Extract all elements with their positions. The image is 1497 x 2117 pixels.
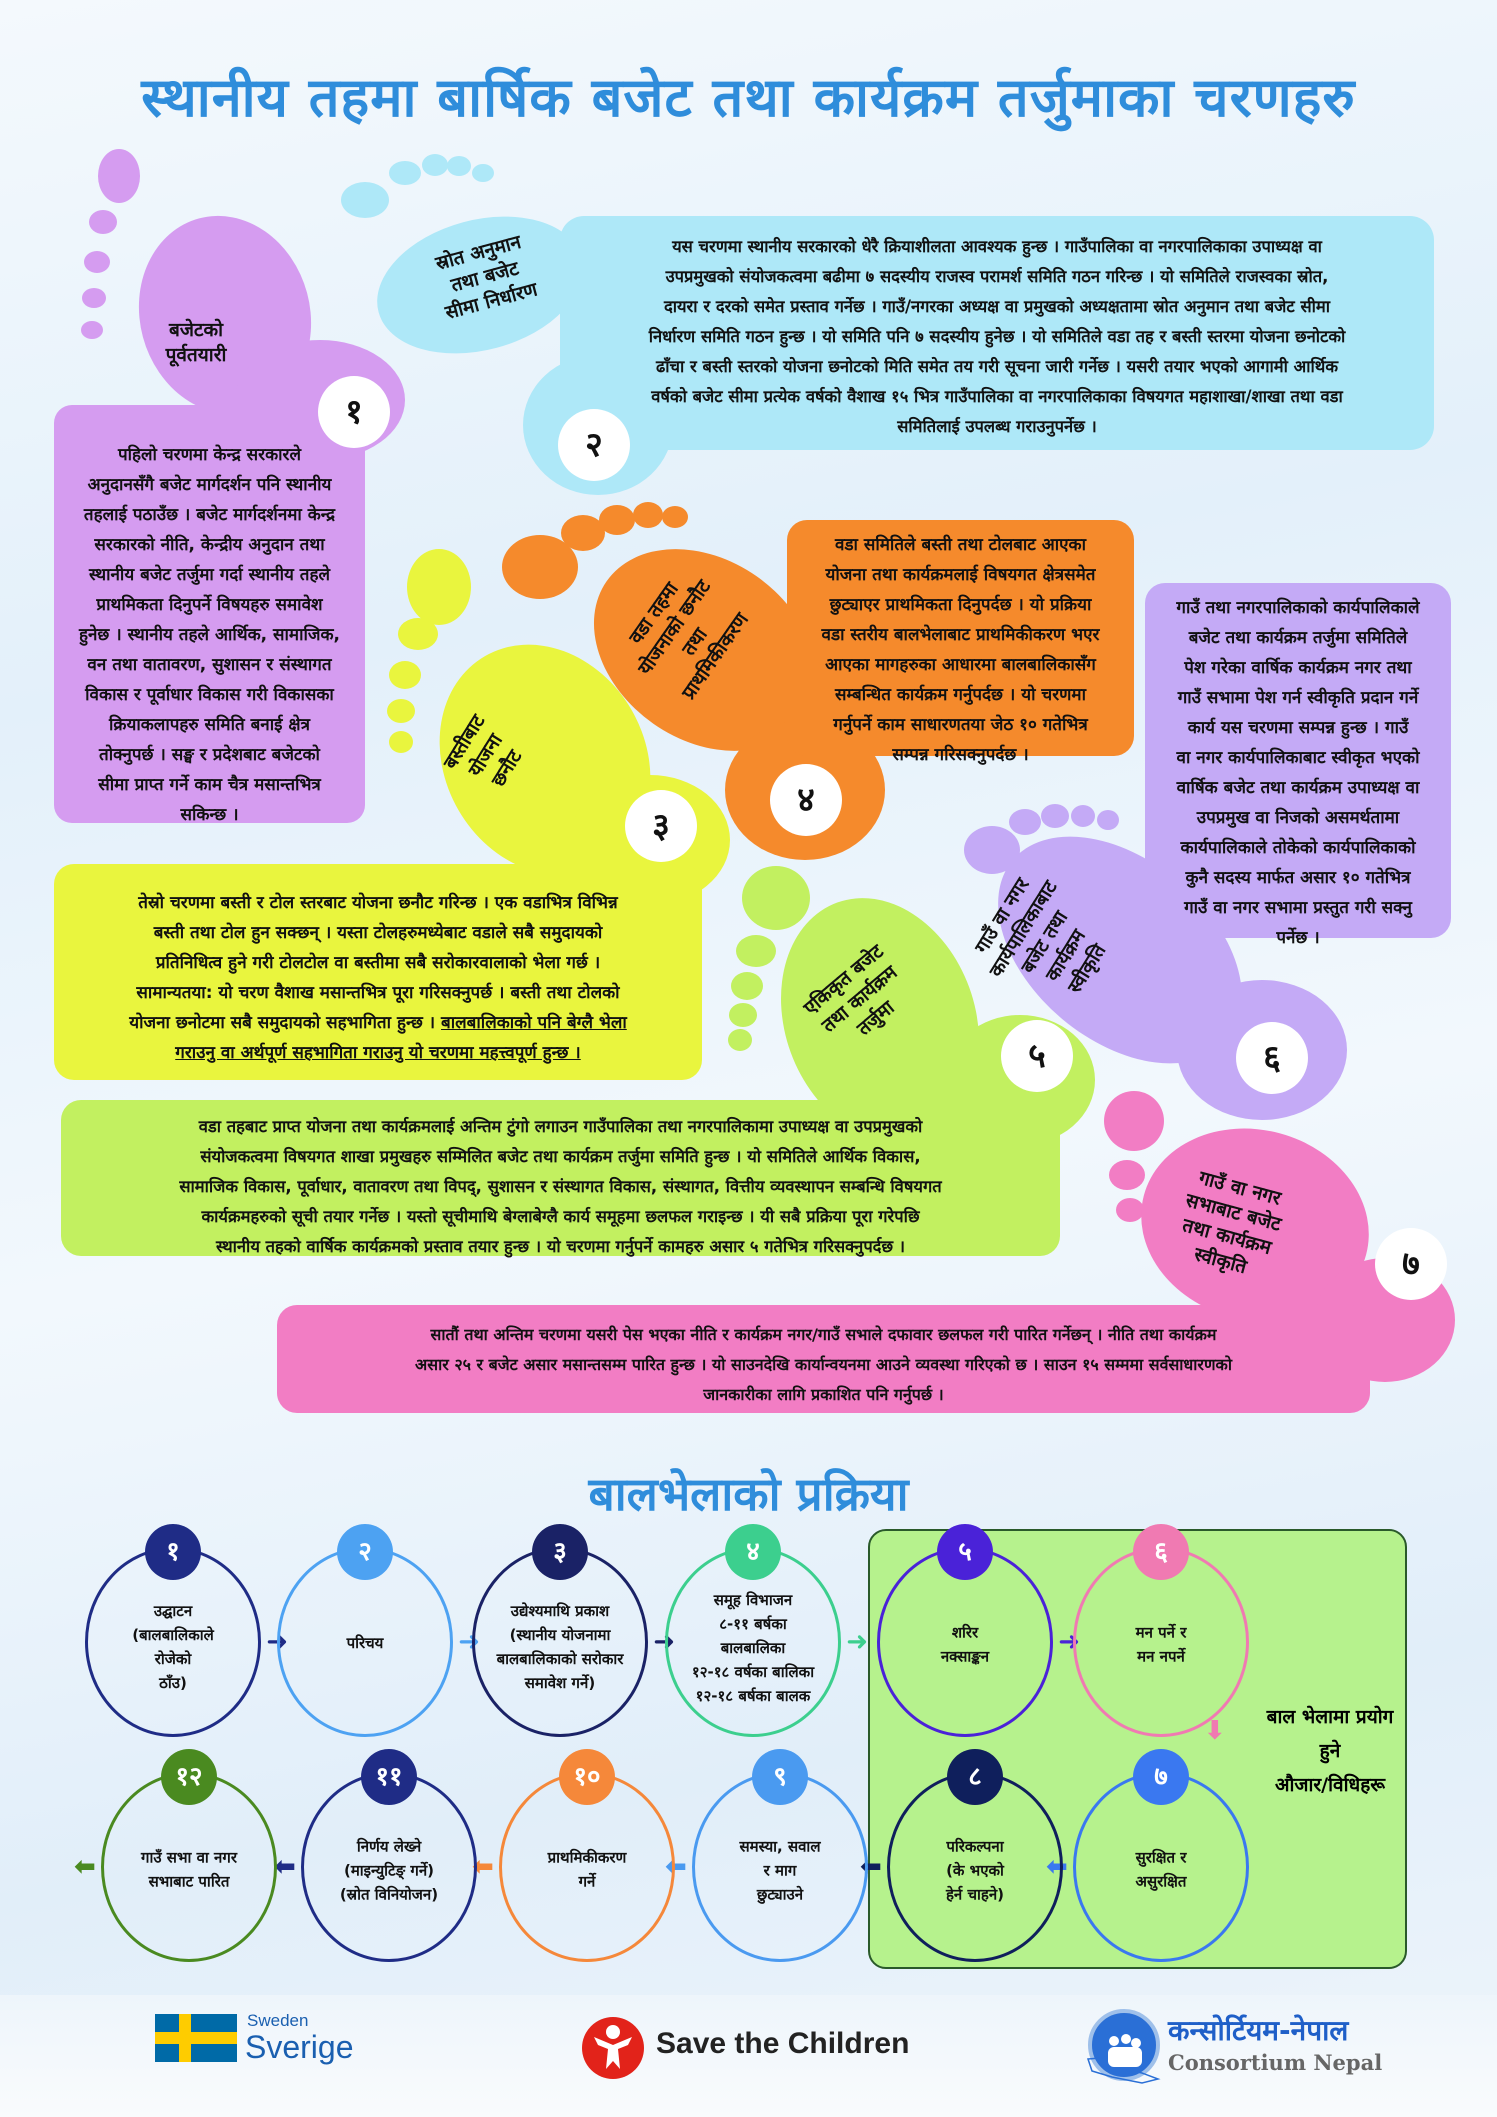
consortium-nepal-nepali: कन्सोर्टियम-नेपाल xyxy=(1168,2014,1349,2047)
step-text: समस्या, सवाल र माग छुट्याउने xyxy=(739,1837,821,1904)
step-4-number: ४ xyxy=(770,764,842,836)
sverige-label: Sverige xyxy=(245,2029,354,2065)
step-3-description: तेस्रो चरणमा बस्ती र टोल स्तरबाट योजना छ… xyxy=(54,878,702,1078)
step-text: मन पर्ने र मन नपर्ने xyxy=(1135,1623,1187,1666)
save-the-children-logo-icon xyxy=(582,2017,644,2079)
step-6-description: गाउँ तथा नगरपालिकाको कार्यपालिकाले बजेट … xyxy=(1176,598,1420,948)
footprint-1 xyxy=(54,149,405,823)
step-6-number: ६ xyxy=(1236,1022,1308,1094)
step-7-description: सातौं तथा अन्तिम चरणमा यसरी पेस भएका नीत… xyxy=(415,1325,1232,1404)
bal-bhela-step: ६ मन पर्ने र मन नपर्ने ⬇ xyxy=(1073,1524,1249,1746)
step-number-badge: ६ xyxy=(1133,1524,1189,1580)
step-2-description: यस चरणमा स्थानीय सरकारको धेरै क्रियाशीलत… xyxy=(648,237,1346,436)
step-1-description: पहिलो चरणमा केन्द्र सरकारले अनुदानसँगै ब… xyxy=(78,445,341,825)
step-number-badge: ८ xyxy=(947,1749,1003,1805)
arrow-icon: ⬅ xyxy=(74,1852,96,1882)
step-text: समूह विभाजन ८-११ बर्षका बालबालिका १२-१८ … xyxy=(691,1591,815,1705)
step-text: निर्णय लेख्ने (माइन्युटिङ् गर्ने) (स्रोत… xyxy=(339,1837,439,1904)
arrow-icon: ⬅ xyxy=(472,1852,494,1882)
step-3-number: ३ xyxy=(625,790,697,862)
footprint-6 xyxy=(964,583,1451,1120)
sweden-flag-icon xyxy=(155,2014,237,2062)
step-5-number: ५ xyxy=(1001,1020,1073,1092)
save-the-children-label: Save the Children xyxy=(656,2027,910,2060)
step-text: गाउँ सभा वा नगर सभाबाट पारित xyxy=(141,1848,237,1891)
step-number-badge: ७ xyxy=(1133,1749,1189,1805)
step-4-description: वडा समितिले बस्ती तथा टोलबाट आएका योजना … xyxy=(821,535,1100,765)
step-text: सुरक्षित र असुरक्षित xyxy=(1135,1848,1187,1891)
step-text: उद्येश्यमाथि प्रकाश (स्थानीय योजनामा बाल… xyxy=(496,1601,624,1692)
tools-panel-label: बाल भेलामा प्रयोग हुने औजार/विधिहरू xyxy=(1266,1706,1394,1796)
bal-bhela-step: ४ समूह विभाजन ८-११ बर्षका बालबालिका १२-१८… xyxy=(665,1524,868,1737)
step-text: परिचय xyxy=(346,1634,384,1653)
footer: Sweden Sverige Save the Children कन्सोर्… xyxy=(0,1995,1497,2117)
consortium-nepal-logo-icon xyxy=(1086,2009,1161,2084)
step-2-number: २ xyxy=(558,409,630,481)
step-number-badge: २ xyxy=(337,1524,393,1580)
consortium-nepal-english: Consortium Nepal xyxy=(1168,2050,1383,2075)
bal-bhela-step: १२ गाउँ सभा वा नगर सभाबाट पारित ⬅ xyxy=(74,1749,277,1962)
arrow-icon: ⬇ xyxy=(1204,1716,1226,1746)
step-text: परिकल्पना (के भएको हेर्न चाहने) xyxy=(945,1837,1005,1904)
step-3-emphasis: बालबालिकाको पनि बेग्लै भेला गराउनु वा अर… xyxy=(175,1013,627,1063)
step-number-badge: ५ xyxy=(937,1524,993,1580)
arrow-icon: ➜ xyxy=(846,1627,868,1657)
step-number-badge: १ xyxy=(145,1524,201,1580)
step-7-number: ७ xyxy=(1375,1228,1447,1300)
bal-bhela-title: बालभेलाको प्रक्रिया xyxy=(588,1467,909,1521)
footprint-5 xyxy=(61,866,1095,1256)
arrow-icon: ⬅ xyxy=(274,1852,296,1882)
step-text: शरिर नक्साङ्कन xyxy=(940,1623,990,1666)
step-text: प्राथमिकीकरण गर्ने xyxy=(547,1848,627,1891)
page-title: स्थानीय तहमा बार्षिक बजेट तथा कार्यक्रम … xyxy=(141,66,1356,129)
step-text: उद्घाटन (बालबालिकाले रोजेको ठाँउ) xyxy=(132,1601,214,1692)
footprint-3 xyxy=(54,549,730,1080)
step-number-badge: ४ xyxy=(725,1524,781,1580)
footprint-4 xyxy=(502,502,1134,860)
bal-bhela-step: ११ निर्णय लेख्ने (माइन्युटिङ् गर्ने) (स्र… xyxy=(274,1749,477,1962)
step-number-badge: १० xyxy=(559,1749,615,1805)
step-3-text: तेस्रो चरणमा बस्ती र टोल स्तरबाट योजना छ… xyxy=(129,893,620,1033)
bal-bhela-step: ३ उद्येश्यमाथि प्रकाश (स्थानीय योजनामा बा… xyxy=(472,1524,675,1737)
step-number-badge: ९ xyxy=(752,1749,808,1805)
step-number-badge: ३ xyxy=(532,1524,588,1580)
step-number-badge: १२ xyxy=(161,1749,217,1805)
step-number-badge: ११ xyxy=(361,1749,417,1805)
step-1-label: बजेटको पूर्वतयारी xyxy=(165,319,227,366)
bal-bhela-step: १० प्राथमिकीकरण गर्ने ⬅ xyxy=(472,1749,675,1962)
step-5-description: वडा तहबाट प्राप्त योजना तथा कार्यक्रमलाई… xyxy=(179,1117,942,1256)
sweden-label: Sweden xyxy=(247,2011,309,2030)
step-1-number: १ xyxy=(318,376,390,448)
